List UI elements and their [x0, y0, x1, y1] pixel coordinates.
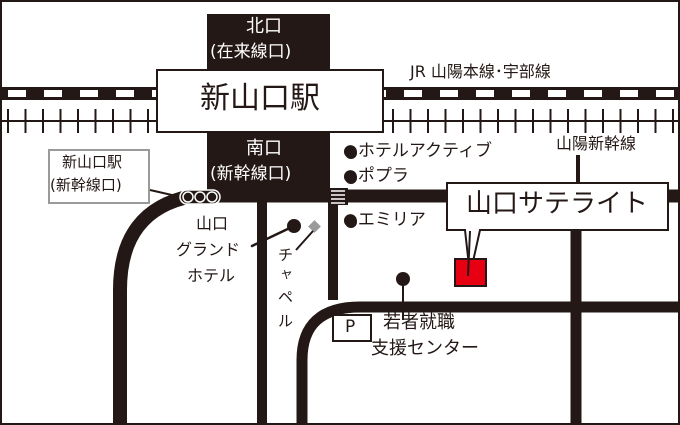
north-exit-label: 北口	[246, 16, 282, 37]
youth-center-label-1: 若者就職	[383, 312, 455, 333]
grand-hotel-label-3: ホテル	[187, 266, 236, 285]
traffic-signal-icon	[179, 189, 221, 205]
popura-dot-icon	[345, 172, 357, 184]
chapel-label-3: ペ	[278, 288, 294, 306]
shinkansen-line-label: 山陽新幹線	[556, 134, 637, 153]
grand-hotel-label-1: 山口	[196, 214, 229, 233]
station-name-box	[156, 69, 384, 133]
road-left-curve	[113, 189, 194, 425]
emiria-dot-icon	[345, 216, 357, 228]
emiria-label: ●エミリア	[343, 210, 426, 230]
jr-line-label: JR 山陽本線･宇部線	[410, 62, 551, 81]
youth-center-label-2: 支援センター	[371, 338, 479, 359]
south-exit-label: 南口	[246, 138, 282, 159]
station-name: 新山口駅	[200, 81, 320, 116]
target-callout	[446, 182, 669, 276]
chapel-label-4: ル	[278, 312, 294, 330]
crosswalk-icon	[328, 188, 348, 205]
grand-hotel-label-2: グランド	[176, 240, 241, 259]
youth-center-dot-icon	[396, 272, 410, 286]
shinkansen-exit-box	[48, 149, 150, 204]
hotel-active-label: ●ホテルアクティブ	[343, 141, 492, 161]
chapel-label-1: チ	[278, 246, 294, 264]
hotel-active-dot-icon	[345, 147, 357, 159]
chapel-label-2: ャ	[280, 267, 294, 282]
road-lower-curve	[296, 301, 680, 425]
parking-box	[332, 314, 372, 342]
popura-label: ●ポプラ	[343, 166, 409, 186]
target-label: 山口サテライト	[466, 189, 649, 219]
chapel-diamond-icon	[308, 220, 321, 233]
south-exit-sub-label: (新幹線口)	[210, 164, 292, 184]
shinkansen-exit-line2: (新幹線口)	[50, 176, 122, 194]
north-exit-sub-label: (在来線口)	[210, 42, 292, 62]
parking-label: P	[345, 317, 356, 337]
target-marker	[454, 258, 487, 287]
shinkansen-exit-line1: 新山口駅	[62, 153, 123, 171]
